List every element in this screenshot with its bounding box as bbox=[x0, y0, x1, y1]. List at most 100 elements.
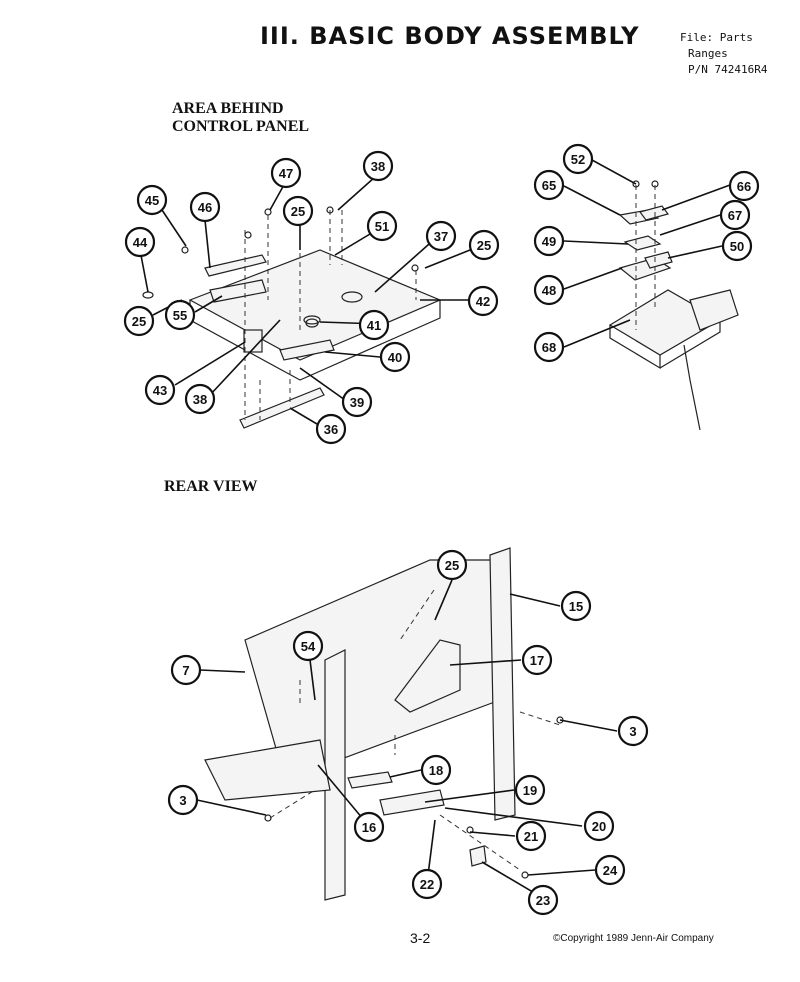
callout-3-left: 3 bbox=[167, 784, 199, 816]
switch-43 bbox=[243, 329, 263, 353]
svg-text:25: 25 bbox=[132, 314, 146, 329]
terminal-block-40 bbox=[279, 339, 335, 361]
callout-7: 7 bbox=[170, 654, 202, 686]
svg-text:48: 48 bbox=[542, 283, 556, 298]
svg-text:37: 37 bbox=[434, 229, 448, 244]
rear-view-drawing bbox=[204, 547, 564, 901]
callout-52: 52 bbox=[562, 143, 594, 175]
callout-51: 51 bbox=[366, 210, 398, 242]
svg-text:21: 21 bbox=[524, 829, 538, 844]
svg-text:25: 25 bbox=[291, 204, 305, 219]
svg-text:42: 42 bbox=[476, 294, 490, 309]
ranges-label: Ranges bbox=[688, 47, 728, 60]
svg-text:17: 17 bbox=[530, 653, 544, 668]
callout-42: 42 bbox=[467, 285, 499, 317]
callout-55: 55 bbox=[164, 299, 196, 331]
callout-65: 65 bbox=[533, 169, 565, 201]
tray-hole bbox=[341, 291, 363, 303]
corner-post-left bbox=[324, 649, 346, 901]
callout-25-top: 25 bbox=[282, 195, 314, 227]
bracket-23 bbox=[469, 845, 487, 867]
section-heading-rear-view: REAR VIEW bbox=[164, 478, 258, 495]
svg-text:38: 38 bbox=[371, 159, 385, 174]
callout-44: 44 bbox=[124, 226, 156, 258]
svg-text:43: 43 bbox=[153, 383, 167, 398]
leader-lines bbox=[139, 159, 731, 899]
callout-50: 50 bbox=[721, 230, 753, 262]
svg-text:50: 50 bbox=[730, 239, 744, 254]
callout-21: 21 bbox=[515, 820, 547, 852]
terminal-block-20 bbox=[379, 789, 445, 816]
svg-text:49: 49 bbox=[542, 234, 556, 249]
spacer-49 bbox=[623, 235, 662, 251]
callout-46: 46 bbox=[189, 191, 221, 223]
callout-25-left: 25 bbox=[123, 305, 155, 337]
callout-39: 39 bbox=[341, 386, 373, 418]
svg-text:67: 67 bbox=[728, 208, 742, 223]
page-number: 3-2 bbox=[410, 930, 431, 946]
svg-text:54: 54 bbox=[301, 639, 316, 654]
tray-hole-small bbox=[303, 315, 321, 325]
callout-43: 43 bbox=[144, 374, 176, 406]
bracket-16 bbox=[204, 739, 331, 801]
section-heading-control-panel: CONTROL PANEL bbox=[172, 118, 310, 135]
callout-54: 54 bbox=[292, 630, 324, 662]
svg-text:38: 38 bbox=[193, 392, 207, 407]
callout-15: 15 bbox=[560, 590, 592, 622]
spacer-50 bbox=[644, 251, 673, 269]
section-heading-area-behind: AREA BEHIND bbox=[172, 100, 284, 117]
svg-text:16: 16 bbox=[362, 820, 376, 835]
svg-text:23: 23 bbox=[536, 893, 550, 908]
svg-text:51: 51 bbox=[375, 219, 389, 234]
bracket-55 bbox=[209, 279, 267, 303]
svg-text:20: 20 bbox=[592, 819, 606, 834]
svg-text:40: 40 bbox=[388, 350, 402, 365]
svg-text:22: 22 bbox=[420, 877, 434, 892]
callout-48: 48 bbox=[533, 274, 565, 306]
callout-49: 49 bbox=[533, 225, 565, 257]
svg-text:25: 25 bbox=[477, 238, 491, 253]
bracket-detail-drawing bbox=[608, 180, 739, 431]
clip-66 bbox=[638, 205, 670, 221]
rail-36 bbox=[239, 387, 325, 429]
svg-text:52: 52 bbox=[571, 152, 585, 167]
svg-text:19: 19 bbox=[523, 783, 537, 798]
valve-body bbox=[689, 289, 739, 331]
svg-text:68: 68 bbox=[542, 340, 556, 355]
svg-text:7: 7 bbox=[182, 663, 189, 678]
svg-text:65: 65 bbox=[542, 178, 556, 193]
svg-text:66: 66 bbox=[737, 179, 751, 194]
svg-text:55: 55 bbox=[173, 308, 187, 323]
callout-45: 45 bbox=[136, 184, 168, 216]
callout-37: 37 bbox=[425, 220, 457, 252]
callout-36: 36 bbox=[315, 413, 347, 445]
copyright-notice: ©Copyright 1989 Jenn-Air Company bbox=[553, 933, 714, 944]
svg-text:36: 36 bbox=[324, 422, 338, 437]
callout-66: 66 bbox=[728, 170, 760, 202]
callout-16: 16 bbox=[353, 811, 385, 843]
brace-17 bbox=[394, 639, 461, 713]
callout-23: 23 bbox=[527, 884, 559, 916]
svg-text:24: 24 bbox=[603, 863, 618, 878]
callout-47: 47 bbox=[270, 157, 302, 189]
part-number-label: P/N 742416R4 bbox=[688, 63, 768, 76]
callout-68: 68 bbox=[533, 331, 565, 363]
callout-20: 20 bbox=[583, 810, 615, 842]
callout-17: 17 bbox=[521, 644, 553, 676]
svg-text:3: 3 bbox=[179, 793, 186, 808]
callout-24: 24 bbox=[594, 854, 626, 886]
page-title: III. BASIC BODY ASSEMBLY bbox=[260, 22, 640, 50]
svg-text:41: 41 bbox=[367, 318, 381, 333]
svg-text:39: 39 bbox=[350, 395, 364, 410]
svg-text:25: 25 bbox=[445, 558, 459, 573]
callout-41: 41 bbox=[358, 309, 390, 341]
bracket-46 bbox=[204, 254, 267, 277]
callout-25-rear: 25 bbox=[436, 549, 468, 581]
svg-text:15: 15 bbox=[569, 599, 583, 614]
svg-text:44: 44 bbox=[133, 235, 148, 250]
corner-post-15 bbox=[489, 547, 516, 821]
svg-text:46: 46 bbox=[198, 200, 212, 215]
callout-40: 40 bbox=[379, 341, 411, 373]
file-label: File: Parts bbox=[680, 31, 753, 44]
